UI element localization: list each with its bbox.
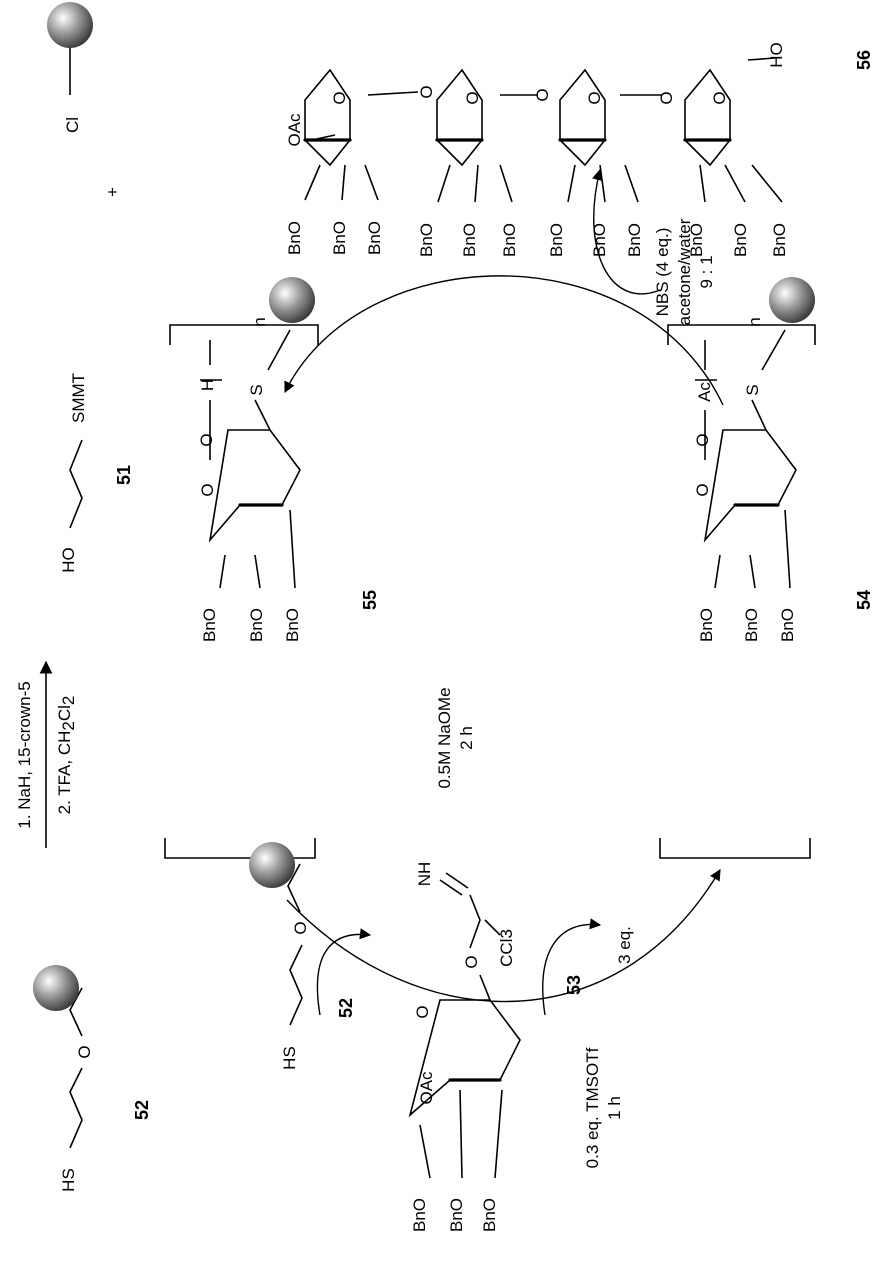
resin-bead-icon [249, 842, 295, 888]
atom-ho: HO [59, 547, 78, 573]
compound-label-55: 55 [360, 590, 380, 610]
cleave-condition-line3: 9 : 1 [697, 255, 716, 288]
atom-o-link: O [198, 483, 217, 496]
atom-h: H [198, 379, 217, 391]
deprotection-condition-line2: 2 h [457, 726, 476, 750]
bracket-right [169, 324, 319, 345]
atom-bno-r4c: BnO [770, 223, 789, 257]
resin-bead-icon [269, 277, 315, 323]
atom-o: O [291, 921, 310, 934]
ring2-link-o: O [533, 88, 552, 101]
atom-o-link: O [693, 483, 712, 496]
ring1-link-o: O [417, 85, 436, 98]
arrow-56-out [592, 168, 661, 295]
atom-bno-r2a: BnO [417, 223, 436, 257]
ring-o: O [693, 433, 712, 446]
glyco-condition-line1: 0.3 eq. TMSOTf [583, 1047, 602, 1168]
atom-bno-r2b: BnO [460, 223, 479, 257]
compound-55: n O S O H BnO BnO BnO 55 [164, 277, 380, 859]
atom-bno-r4b: BnO [731, 223, 750, 257]
cycle-arc-deprotection [284, 275, 724, 406]
compound-label-52-cycle: 52 [336, 998, 356, 1018]
atom-nh: NH [415, 862, 434, 887]
atom-cl: Cl [63, 117, 82, 133]
atom-bno-3: BnO [480, 1198, 499, 1232]
ring4-o: O [710, 91, 729, 104]
atom-bno-1: BnO [410, 1198, 429, 1232]
atom-smmt: SMMT [69, 373, 88, 423]
compound-label-51: 51 [114, 465, 134, 485]
ring4-ho: HO [767, 42, 786, 68]
compound-51: HO SMMT 51 [59, 373, 134, 573]
step-1-condition-line1: 1. NaH, 15-crown-5 [15, 681, 34, 828]
atom-hs: HS [280, 1046, 299, 1070]
compound-label-52-top: 52 [132, 1100, 152, 1120]
ring-o: O [413, 1005, 432, 1018]
atom-bno-r3c: BnO [625, 223, 644, 257]
cleave-condition-line1: NBS (4 eq.) [653, 228, 672, 317]
compound-54: n O S O Ac BnO BnO BnO 54 [659, 277, 874, 859]
atom-bno-2: BnO [247, 608, 266, 642]
equiv-53: 3 eq. [615, 926, 634, 964]
atom-bno-3: BnO [778, 608, 797, 642]
ring1-o: O [330, 91, 349, 104]
deprotection-condition-line1: 0.5M NaOMe [435, 687, 454, 788]
atom-hs: HS [59, 1168, 78, 1192]
atom-s: S [743, 384, 762, 395]
bracket-left [659, 838, 811, 859]
atom-o-imidate: O [462, 955, 481, 968]
compound-53: O OAc O CCl3 NH BnO BnO BnO 53 3 eq. [408, 862, 634, 1232]
atom-bno-r1b: BnO [330, 221, 349, 255]
resin-bead-icon [33, 965, 79, 1011]
glyco-condition-line2: 1 h [605, 1096, 624, 1120]
bracket-left [164, 838, 316, 859]
atom-bno-1: BnO [697, 608, 716, 642]
ring-o: O [197, 433, 216, 446]
atom-ac: Ac [695, 382, 714, 402]
atom-o: O [75, 1045, 94, 1058]
arrow-53-in [542, 918, 602, 1016]
cleave-condition-line2: acetone/water [675, 218, 694, 325]
plus-sign: + [103, 187, 122, 197]
resin-bead-icon [769, 277, 815, 323]
ring2-o: O [463, 91, 482, 104]
atom-cclthree: CCl3 [497, 929, 516, 967]
atom-bno-r2c: BnO [500, 223, 519, 257]
resin-bead-icon [47, 2, 93, 48]
compound-52-top: HS O 52 [33, 965, 152, 1192]
atom-bno-2: BnO [447, 1198, 466, 1232]
cycle-arc-glycosylation [286, 869, 721, 1003]
atom-s: S [247, 384, 266, 395]
compound-label-54: 54 [854, 590, 874, 610]
compound-label-56: 56 [854, 50, 874, 70]
repeat-n: n [250, 317, 269, 326]
chloromethyl-resin: Cl [47, 2, 93, 133]
ring3-link-o: O [657, 91, 676, 104]
atom-bno-r1a: BnO [285, 221, 304, 255]
atom-bno-r4a: BnO [687, 223, 706, 257]
atom-bno-r3a: BnO [547, 223, 566, 257]
arrow-52-in [316, 928, 372, 1016]
atom-bno-1: BnO [200, 608, 219, 642]
atom-oac: OAc [417, 1071, 436, 1105]
ring1-oac: OAc [285, 113, 304, 147]
atom-bno-3: BnO [283, 608, 302, 642]
atom-bno-r1c: BnO [365, 221, 384, 255]
compound-56: O OAc O O O O O O HO BnO BnO BnO [285, 42, 874, 257]
compound-52-cycle: HS O 52 [249, 842, 356, 1070]
atom-bno-r3b: BnO [590, 223, 609, 257]
repeat-n: n [745, 317, 764, 326]
atom-bno-2: BnO [742, 608, 761, 642]
bracket-right [667, 324, 816, 345]
step-1-condition-line2: 2. TFA, CH2Cl2 [55, 696, 78, 815]
compound-label-53: 53 [564, 975, 584, 995]
step-1-arrow: 1. NaH, 15-crown-5 2. TFA, CH2Cl2 [15, 660, 78, 848]
ring3-o: O [585, 91, 604, 104]
